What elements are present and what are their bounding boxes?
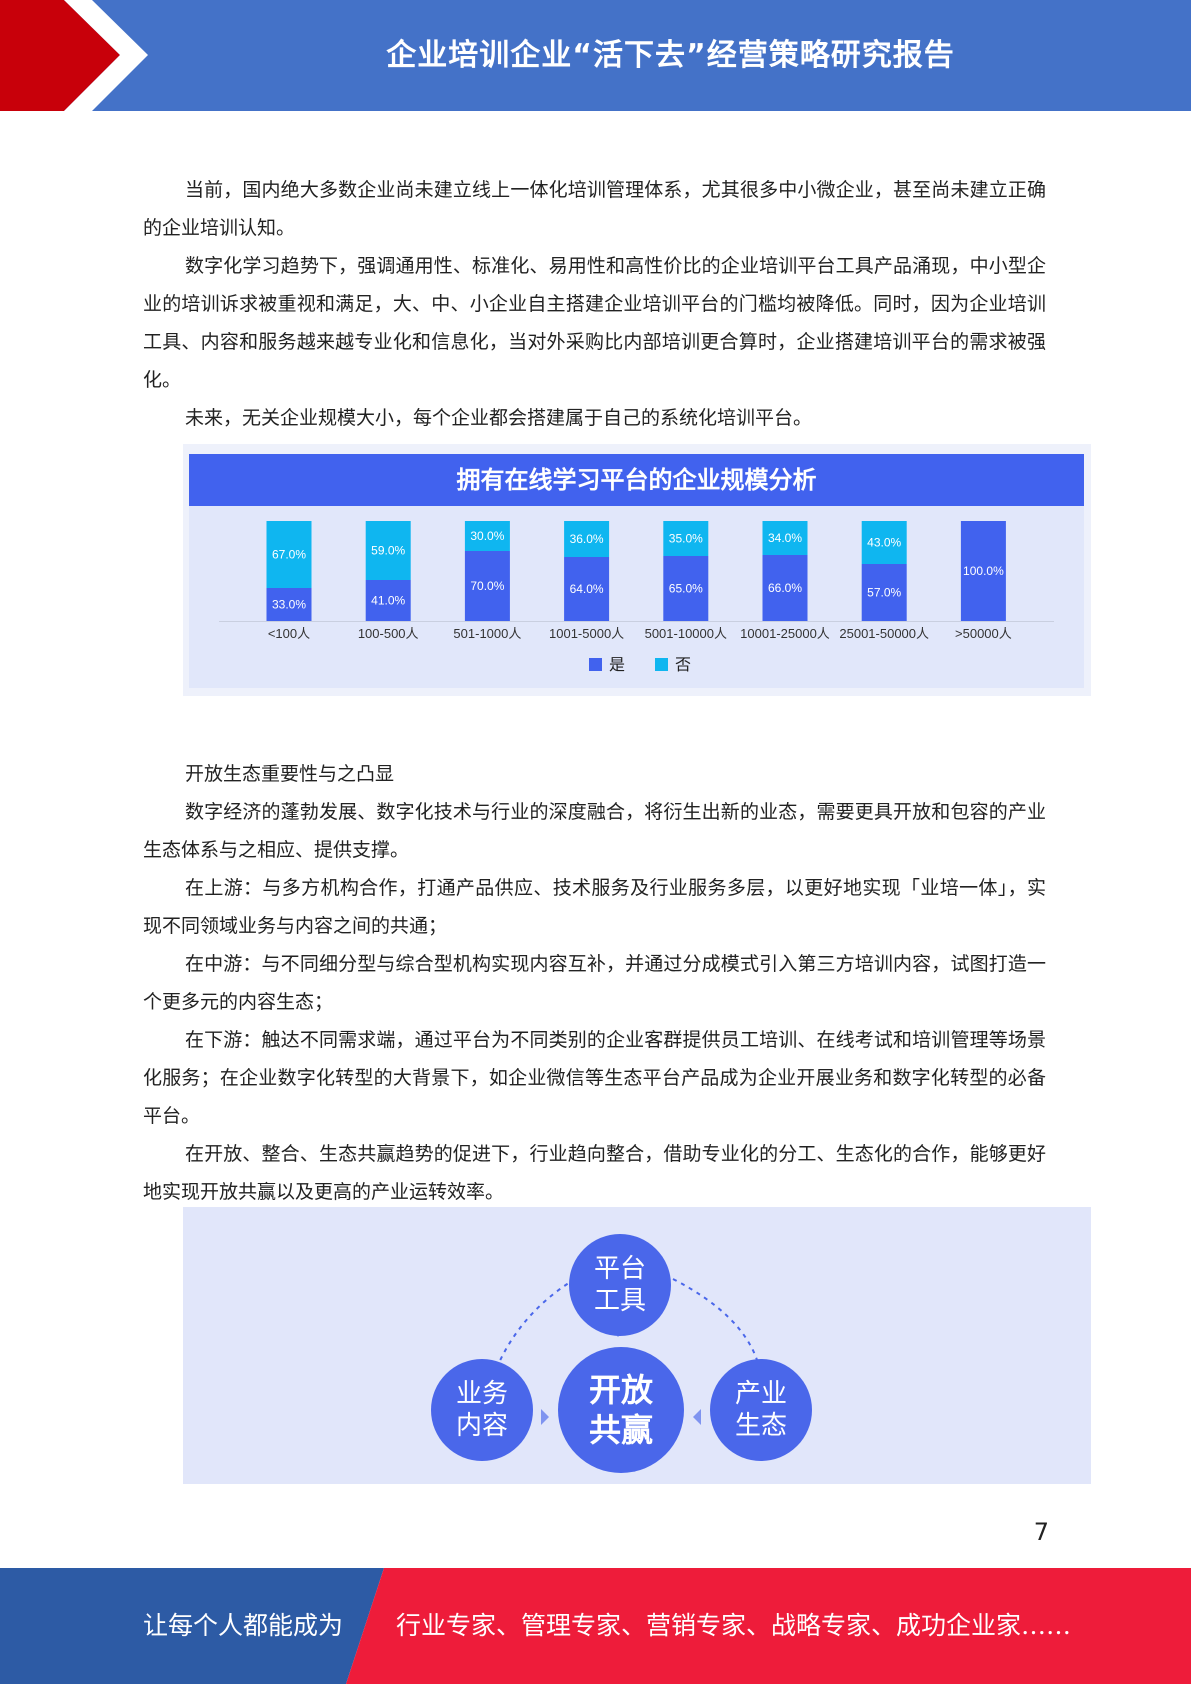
data-label-yes-6: 57.0% <box>867 586 901 600</box>
bar-yes-6 <box>861 564 907 621</box>
node-industry-ecology-line1: 产业 <box>734 1379 787 1409</box>
bar-no-1 <box>365 521 411 580</box>
paragraph-upstream: 在上游：与多方机构合作，打通产品供应、技术服务及行业服务多层，以更好地实现「业培… <box>143 877 1046 937</box>
data-label-no-4: 35.0% <box>669 532 703 546</box>
data-label-yes-4: 65.0% <box>669 582 703 596</box>
node-platform-tools-line1: 平台 <box>593 1254 646 1284</box>
bar-yes-3 <box>564 557 610 621</box>
report-title: 企业培训企业“活下去”经营策略研究报告 <box>386 38 955 73</box>
data-label-no-6: 43.0% <box>867 536 901 550</box>
bar-no-0 <box>266 521 312 588</box>
paragraph-intro: 当前，国内绝大多数企业尚未建立线上一体化培训管理体系，尤其很多中小微企业，甚至尚… <box>143 179 1046 239</box>
x-tick-label-2: 501-1000人 <box>453 626 521 641</box>
node-business-content-line1: 业务 <box>455 1379 508 1409</box>
x-tick-label-7: >50000人 <box>955 626 1012 641</box>
bar-no-3 <box>564 521 610 557</box>
paragraph-digital-trend: 数字化学习趋势下，强调通用性、标准化、易用性和高性价比的企业培训平台工具产品涌现… <box>143 255 1046 391</box>
page-number: 7 <box>1033 1518 1049 1546</box>
bar-yes-1 <box>365 580 411 621</box>
data-label-yes-0: 33.0% <box>272 598 306 612</box>
stacked-bar-chart: 33.0% 67.0% <100人 41.0% 59.0% 100-500人 70.0% 30… <box>219 521 1054 674</box>
page-header: 企业培训企业“活下去”经营策略研究报告 <box>0 0 1191 111</box>
node-industry-ecology-line2: 生态 <box>734 1411 787 1441</box>
bar-no-5 <box>762 521 808 555</box>
legend-label-no: 否 <box>675 655 691 674</box>
legend-label-yes: 是 <box>609 655 625 674</box>
node-open-win-win-line1: 开放 <box>588 1371 653 1409</box>
node-industry-ecology: 产业生态 <box>710 1359 812 1461</box>
paragraph-downstream: 在下游：触达不同需求端，通过平台为不同类别的企业客群提供员工培训、在线考试和培训… <box>143 1029 1046 1127</box>
footer-slogan-left: 让每个人都能成为 <box>143 1611 344 1640</box>
connector-top-right <box>672 1278 759 1364</box>
x-tick-label-4: 5001-10000人 <box>645 626 727 641</box>
arrow-right-icon <box>541 1409 549 1425</box>
node-business-content-line2: 内容 <box>455 1411 508 1441</box>
page-footer: 让每个人都能成为 行业专家、管理专家、营销专家、战略专家、成功企业家…… <box>0 1568 1191 1684</box>
header-arrow-decoration <box>0 0 148 111</box>
data-label-no-2: 30.0% <box>470 529 504 543</box>
arrow-left-icon <box>693 1409 701 1425</box>
footer-slogan-right: 行业专家、管理专家、营销专家、战略专家、成功企业家…… <box>396 1611 1072 1640</box>
chart-title: 拥有在线学习平台的企业规模分析 <box>189 454 1084 506</box>
node-platform-tools-line2: 工具 <box>593 1286 646 1316</box>
x-tick-label-1: 100-500人 <box>358 626 419 641</box>
legend-swatch-no <box>655 658 668 671</box>
bar-no-4 <box>663 521 709 556</box>
legend-swatch-yes <box>589 658 602 671</box>
chart-container: 拥有在线学习平台的企业规模分析 33.0% 67.0% <100人 41.0% 59.0… <box>183 444 1091 696</box>
node-platform-tools: 平台工具 <box>569 1234 671 1336</box>
node-open-win-win: 开放共赢 <box>558 1347 684 1473</box>
bar-yes-5 <box>762 555 808 621</box>
data-label-no-3: 36.0% <box>570 532 604 546</box>
bar-no-2 <box>464 521 510 551</box>
bar-yes-0 <box>266 588 312 621</box>
data-label-no-0: 67.0% <box>272 548 306 562</box>
chart-panel: 拥有在线学习平台的企业规模分析 33.0% 67.0% <100人 41.0% 59.0… <box>189 454 1084 688</box>
paragraph-digital-economy: 数字经济的蓬勃发展、数字化技术与行业的深度融合，将衍生出新的业态，需要更具开放和… <box>143 801 1046 861</box>
ecosystem-diagram: 平台工具 业务内容 开放共赢 产业生态 <box>183 1207 1091 1484</box>
data-label-yes-7: 100.0% <box>963 564 1004 578</box>
bar-yes-2 <box>464 551 510 621</box>
node-open-win-win-line2: 共赢 <box>588 1411 653 1449</box>
data-label-yes-3: 64.0% <box>570 582 604 596</box>
node-business-content: 业务内容 <box>431 1359 533 1461</box>
x-tick-label-6: 25001-50000人 <box>839 626 929 641</box>
data-label-yes-1: 41.0% <box>371 594 405 608</box>
data-label-no-5: 34.0% <box>768 531 802 545</box>
x-tick-label-0: <100人 <box>268 626 310 641</box>
data-label-yes-2: 70.0% <box>470 579 504 593</box>
bar-yes-7 <box>960 521 1006 621</box>
paragraph-future: 未来，无关企业规模大小，每个企业都会搭建属于自己的系统化培训平台。 <box>185 407 813 429</box>
paragraph-conclusion: 在开放、整合、生态共赢趋势的促进下，行业趋向整合，借助专业化的分工、生态化的合作… <box>143 1143 1046 1203</box>
x-tick-label-3: 1001-5000人 <box>549 626 624 641</box>
bar-no-6 <box>861 521 907 564</box>
section-heading-open-ecosystem: 开放生态重要性与之凸显 <box>185 763 395 785</box>
paragraph-midstream: 在中游：与不同细分型与综合型机构实现内容互补，并通过分成模式引入第三方培训内容，… <box>143 953 1046 1013</box>
data-label-no-1: 59.0% <box>371 544 405 558</box>
data-label-yes-5: 66.0% <box>768 581 802 595</box>
x-tick-label-5: 10001-25000人 <box>740 626 830 641</box>
footer-background <box>0 1568 1191 1684</box>
bar-yes-4 <box>663 556 709 621</box>
